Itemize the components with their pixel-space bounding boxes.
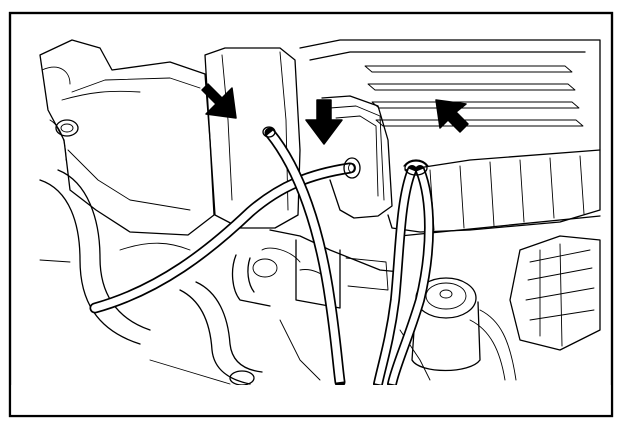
center-bracket (295, 239, 341, 309)
arrow-right-icon (435, 99, 469, 133)
connector-bracket (509, 235, 601, 351)
arrow-left-icon (201, 83, 237, 119)
hose-c (373, 159, 434, 389)
clip-plate (321, 95, 393, 219)
hose-a (89, 157, 361, 314)
vent-slot (364, 65, 573, 73)
hose-b-end (262, 126, 276, 138)
hose-b (262, 126, 346, 388)
hose-a-port (343, 157, 361, 179)
left-boss (55, 119, 79, 137)
center-housing (204, 47, 301, 229)
arrow-center-icon (305, 99, 343, 145)
vent-slot (367, 83, 576, 91)
hose-c-port (404, 160, 428, 176)
background-engine-parts (39, 39, 601, 386)
